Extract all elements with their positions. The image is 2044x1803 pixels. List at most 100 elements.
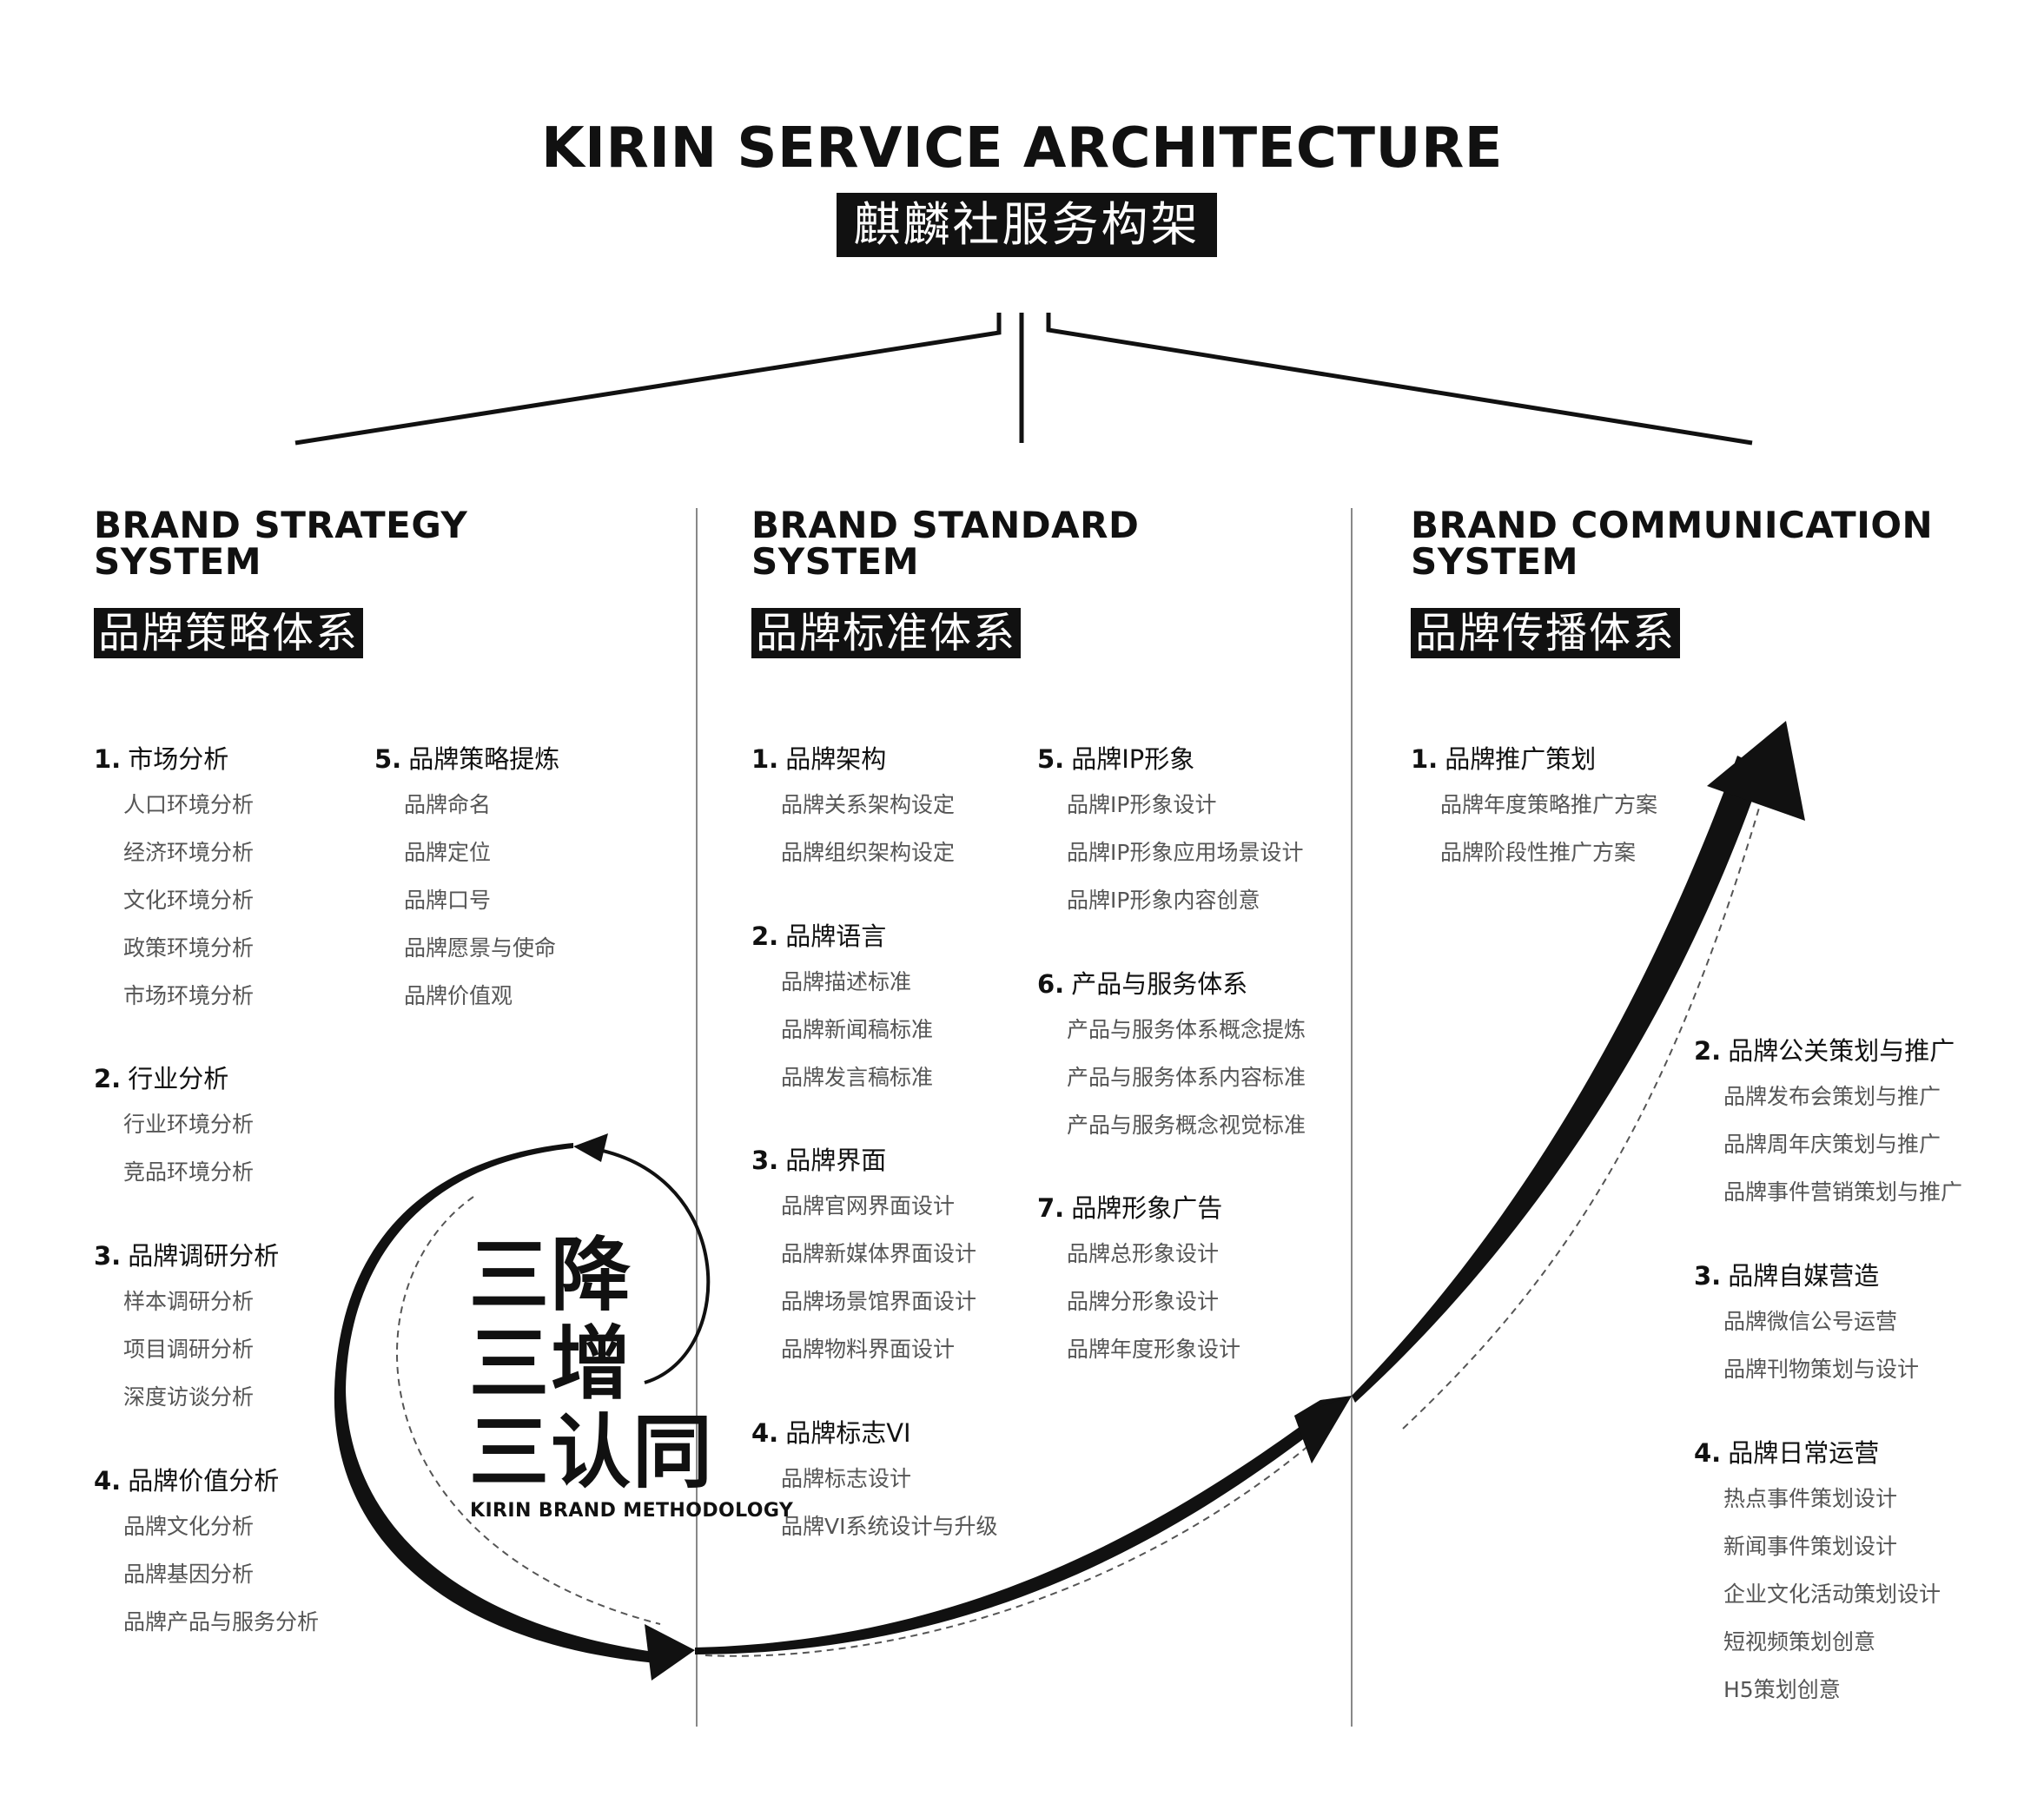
list-item: 品牌口号 (404, 888, 492, 913)
list-item: 品牌IP形象应用场景设计 (1067, 840, 1304, 865)
page-title: KIRIN SERVICE ARCHITECTURE (541, 116, 1503, 181)
communication-section-2: 2.品牌公关策划与推广 品牌发布会策划与推广 品牌周年庆策划与推广 品牌事件营销… (1694, 1035, 1962, 1205)
list-item: 品牌物料界面设计 (781, 1337, 956, 1362)
standard-system-title-line1: BRAND STANDARD (751, 504, 1140, 546)
list-item: 品牌命名 (404, 792, 492, 817)
section-heading: 6.产品与服务体系 (1037, 968, 1306, 1000)
section-title: 品牌日常运营 (1728, 1438, 1880, 1468)
list-item: 品牌新媒体界面设计 (781, 1241, 977, 1266)
list-item: 品牌标志设计 (781, 1466, 912, 1491)
list-item: 品牌分形象设计 (1067, 1289, 1220, 1314)
list-item: 品牌价值观 (404, 983, 513, 1008)
methodology-motto: 三降 三增 三认同 (469, 1232, 714, 1497)
section-title: 品牌公关策划与推广 (1728, 1036, 1955, 1066)
page-subtitle: 麒麟社服务构架 (837, 193, 1217, 257)
section-title: 品牌标志VI (785, 1418, 911, 1448)
section-heading: 4.品牌日常运营 (1694, 1437, 1941, 1469)
standard-section-4: 4.品牌标志VI 品牌标志设计 品牌VI系统设计与升级 (751, 1417, 997, 1540)
list-item: 品牌官网界面设计 (781, 1193, 956, 1219)
list-item: 品牌描述标准 (781, 969, 912, 994)
communication-system-title: BRAND COMMUNICATION SYSTEM (1411, 507, 1933, 580)
list-item: 样本调研分析 (123, 1289, 255, 1314)
list-item: 行业环境分析 (123, 1112, 255, 1137)
list-item: 竞品环境分析 (123, 1159, 255, 1185)
list-item: 品牌愿景与使命 (404, 935, 557, 961)
motto-line-3: 三认同 (469, 1406, 715, 1499)
strategy-section-3: 3.品牌调研分析 样本调研分析 项目调研分析 深度访谈分析 (94, 1240, 279, 1410)
branch-left-line (294, 313, 1002, 446)
section-heading: 5.品牌策略提炼 (374, 743, 559, 775)
list-item: 品牌发言稿标准 (781, 1065, 934, 1090)
list-item: 品牌IP形象内容创意 (1067, 888, 1260, 913)
strategy-section-1: 1.市场分析 人口环境分析 经济环境分析 文化环境分析 政策环境分析 市场环境分… (94, 743, 254, 1009)
section-number: 5. (374, 744, 402, 774)
motto-line-1: 三降 (469, 1229, 633, 1322)
growth-arrow-lower-head-fill (1294, 1396, 1352, 1463)
list-item: 品牌产品与服务分析 (123, 1609, 320, 1635)
section-title: 品牌调研分析 (128, 1241, 280, 1271)
section-heading: 2.品牌公关策划与推广 (1694, 1035, 1962, 1067)
list-item: 市场环境分析 (123, 983, 255, 1008)
standard-section-3: 3.品牌界面 品牌官网界面设计 品牌新媒体界面设计 品牌场景馆界面设计 品牌物料… (751, 1145, 976, 1363)
section-title: 品牌架构 (785, 744, 887, 774)
list-item: 品牌刊物策划与设计 (1723, 1357, 1920, 1382)
list-item: 人口环境分析 (123, 792, 255, 817)
list-item: 品牌组织架构设定 (781, 840, 956, 865)
list-item: 短视频策划创意 (1723, 1629, 1876, 1654)
section-title: 市场分析 (128, 744, 229, 774)
section-number: 7. (1037, 1193, 1065, 1223)
list-item: 品牌阶段性推广方案 (1440, 840, 1637, 865)
list-item: 热点事件策划设计 (1723, 1486, 1898, 1511)
list-item: 产品与服务体系概念提炼 (1067, 1017, 1306, 1042)
communication-section-4: 4.品牌日常运营 热点事件策划设计 新闻事件策划设计 企业文化活动策划设计 短视… (1694, 1437, 1941, 1703)
section-title: 品牌界面 (785, 1146, 887, 1175)
branch-right-line (1046, 313, 1753, 446)
section-title: 品牌形象广告 (1071, 1193, 1223, 1223)
section-number: 4. (751, 1418, 779, 1448)
list-item: 品牌VI系统设计与升级 (781, 1514, 998, 1539)
list-item: 品牌场景馆界面设计 (781, 1289, 977, 1314)
strategy-system-title-line2: SYSTEM (94, 540, 262, 583)
communication-section-3: 3.品牌自媒营造 品牌微信公号运营 品牌刊物策划与设计 (1694, 1260, 1919, 1383)
growth-arrow-upper-head (1707, 721, 1805, 821)
dashed-curve-left (395, 1196, 661, 1625)
strategy-section-2: 2.行业分析 行业环境分析 竞品环境分析 (94, 1063, 254, 1185)
loop-arrow-inner-curve (577, 1145, 711, 1384)
loop-arrow-head-bottom (645, 1624, 695, 1681)
section-number: 4. (94, 1466, 122, 1496)
standard-system-title: BRAND STANDARD SYSTEM (751, 507, 1139, 580)
communication-system-cn-title: 品牌传播体系 (1411, 608, 1681, 658)
list-item: 产品与服务体系内容标准 (1067, 1065, 1306, 1090)
list-item: 品牌定位 (404, 840, 492, 865)
section-number: 1. (1411, 744, 1439, 774)
list-item: 品牌IP形象设计 (1067, 792, 1217, 817)
list-item: 产品与服务概念视觉标准 (1067, 1113, 1306, 1138)
communication-system-title-line1: BRAND COMMUNICATION (1411, 504, 1934, 546)
list-item: 品牌年度策略推广方案 (1440, 792, 1658, 817)
strategy-section-5: 5.品牌策略提炼 品牌命名 品牌定位 品牌口号 品牌愿景与使命 品牌价值观 (374, 743, 559, 1009)
strategy-system-cn-title: 品牌策略体系 (94, 608, 364, 658)
loop-arrow-head-top (573, 1133, 608, 1162)
section-heading: 1.市场分析 (94, 743, 254, 775)
standard-section-6: 6.产品与服务体系 产品与服务体系概念提炼 产品与服务体系内容标准 产品与服务概… (1037, 968, 1306, 1139)
standard-section-1: 1.品牌架构 品牌关系架构设定 品牌组织架构设定 (751, 743, 955, 866)
section-heading: 3.品牌自媒营造 (1694, 1260, 1919, 1291)
section-heading: 5.品牌IP形象 (1037, 743, 1303, 775)
strategy-system-title-line1: BRAND STRATEGY (94, 504, 468, 546)
dashed-curve-middle (704, 1423, 1334, 1657)
list-item: 文化环境分析 (123, 888, 255, 913)
section-title: 品牌语言 (785, 921, 887, 951)
section-number: 6. (1037, 969, 1065, 999)
list-item: 新闻事件策划设计 (1723, 1534, 1898, 1559)
list-item: 品牌年度形象设计 (1067, 1337, 1241, 1362)
list-item: 品牌事件营销策划与推广 (1723, 1179, 1963, 1205)
list-item: 项目调研分析 (123, 1337, 255, 1362)
section-title: 品牌推广策划 (1445, 744, 1597, 774)
section-heading: 7.品牌形象广告 (1037, 1192, 1240, 1224)
section-title: 行业分析 (128, 1064, 229, 1093)
section-heading: 1.品牌架构 (751, 743, 955, 775)
section-number: 3. (1694, 1261, 1722, 1291)
motto-line-2: 三增 (469, 1318, 633, 1410)
methodology-label: KIRIN BRAND METHODOLOGY (470, 1500, 794, 1522)
list-item: 品牌发布会策划与推广 (1723, 1084, 1941, 1109)
